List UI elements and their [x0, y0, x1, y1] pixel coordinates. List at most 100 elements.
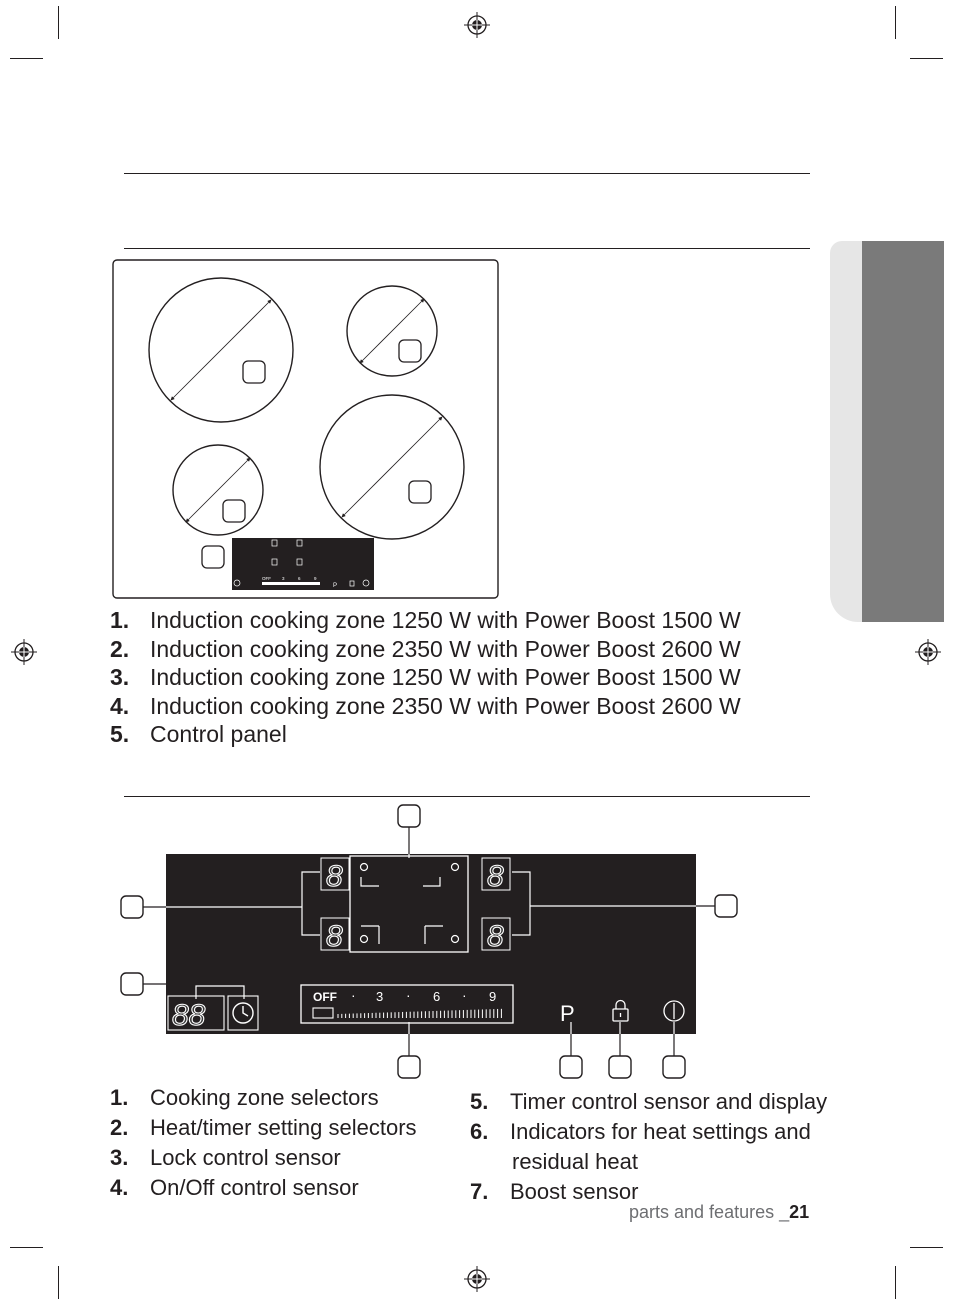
callout-box [408, 480, 432, 504]
slider-off-label: OFF [313, 990, 337, 1004]
mini-control-panel: OFF 3 6 9 P [232, 538, 374, 590]
list-item-text-continued: residual heat [512, 1149, 638, 1174]
list-item-number: 2. [110, 1115, 129, 1140]
slider-dot: · [462, 987, 467, 1003]
control-panel-surface [166, 854, 696, 1034]
list-item-text: On/Off control sensor [150, 1175, 359, 1200]
crop-mark [58, 1266, 59, 1299]
list-item-number: 3. [110, 1145, 129, 1170]
heat-display-top-right: 8 [481, 857, 511, 894]
list-item: 4.On/Off control sensor [110, 1173, 470, 1203]
callout-box-bottom-lock [608, 1055, 632, 1079]
panel-legend-list-left: 1.Cooking zone selectors 2. Heat/timer se… [110, 1083, 470, 1203]
slider-9-label: 9 [489, 989, 496, 1004]
section-rule [124, 248, 810, 249]
callout-box [242, 360, 266, 384]
list-item-text: Boost sensor [510, 1179, 639, 1204]
callout-box-left-lower [120, 972, 144, 996]
heat-display-bottom-right: 8 [481, 917, 511, 954]
crop-mark [895, 6, 896, 39]
timer-clock-icon [232, 1002, 254, 1024]
list-item: 5. Control panel [110, 720, 830, 749]
list-item-text: Indicators for heat settings and [510, 1119, 811, 1144]
heat-digit: 8 [487, 860, 504, 893]
list-item-text: Control panel [150, 721, 287, 747]
section-rule [124, 796, 810, 797]
list-item-number: 1. [110, 607, 130, 633]
crop-mark [10, 1247, 43, 1248]
heat-display-bottom-left: 8 [320, 917, 350, 954]
list-item-text: Induction cooking zone 1250 W with Power… [150, 607, 741, 633]
list-item-number: 5. [470, 1089, 489, 1114]
section-rule [124, 173, 810, 174]
mini-slider-off-label: OFF [262, 576, 271, 581]
power-icon [663, 1000, 685, 1022]
callout-box [222, 499, 246, 523]
registration-mark-icon [464, 12, 490, 38]
cooktop-legend-list: 1. Induction cooking zone 1250 W with Pow… [110, 606, 830, 749]
cooking-zone-top-right [346, 285, 438, 377]
list-item: 7. Boost sensor [470, 1177, 890, 1207]
mini-slider-9-label: 9 [314, 576, 317, 581]
slider-dot: · [406, 987, 411, 1003]
footer-section: parts and features _ [629, 1202, 790, 1222]
timer-digits: 88 [172, 999, 206, 1032]
callout-box-top [397, 804, 421, 828]
callout-box-left-upper [120, 895, 144, 919]
list-item: 1. Induction cooking zone 1250 W with Pow… [110, 606, 830, 635]
list-item-text: Induction cooking zone 2350 W with Power… [150, 692, 741, 719]
list-item-number: 7. [470, 1179, 489, 1204]
slider-3-label: 3 [376, 989, 383, 1004]
crop-mark [895, 1266, 896, 1299]
slider-6-label: 6 [433, 989, 440, 1004]
cooking-zone-bottom-left [172, 444, 264, 536]
mini-slider-3-label: 3 [282, 576, 285, 581]
callout-box [201, 545, 225, 569]
crop-mark [910, 1247, 943, 1248]
mini-slider-6-label: 6 [298, 576, 301, 581]
registration-mark-icon [11, 639, 37, 665]
chapter-side-tab [830, 241, 944, 622]
panel-legend-list-right: 5.Timer control sensor and display 6. Ind… [470, 1087, 890, 1207]
crop-mark [910, 58, 943, 59]
list-item: 3.Lock control sensor [110, 1143, 470, 1173]
callout-box-bottom-slider [397, 1055, 421, 1079]
heat-digit: 8 [326, 860, 343, 893]
heat-setting-slider: OFF · 3 · 6 · 9 [300, 984, 514, 1024]
cooktop-diagram: OFF 3 6 9 P [112, 259, 499, 599]
registration-mark-icon [915, 639, 941, 665]
list-item: 2. Heat/timer setting selectors [110, 1113, 470, 1143]
list-item: 3. Induction cooking zone 1250 W with Pow… [110, 663, 830, 692]
crop-mark [58, 6, 59, 39]
list-item-text: Induction cooking zone 1250 W with Power… [150, 664, 741, 690]
mini-boost-label: P [333, 583, 337, 589]
callout-box [398, 339, 422, 363]
timer-display: 88 [167, 995, 259, 1033]
heat-digit: 8 [326, 920, 343, 953]
zone-selector-icons [359, 862, 460, 944]
zone-selector-frame [349, 855, 469, 953]
heat-display-top-left: 8 [320, 857, 350, 894]
list-item-number: 5. [110, 721, 130, 747]
list-item-number: 6. [470, 1119, 489, 1144]
page-number: 21 [789, 1202, 810, 1222]
list-item: 6. Indicators for heat settings and residu… [470, 1117, 890, 1177]
list-item: 4. Induction cooking zone 2350 W with Pow… [110, 692, 830, 721]
crop-mark [10, 58, 43, 59]
page-footer: parts and features _21 [629, 1202, 809, 1223]
list-item: 5.Timer control sensor and display [470, 1087, 890, 1117]
boost-sensor-label: P [560, 1001, 575, 1026]
cooking-zone-bottom-right [319, 394, 465, 540]
registration-mark-icon [464, 1266, 490, 1292]
chapter-side-tab-accent [862, 241, 944, 622]
list-item-number: 2. [110, 635, 130, 662]
list-item-number: 3. [110, 664, 130, 690]
list-item-number: 4. [110, 692, 130, 719]
slider-dot: · [351, 987, 356, 1003]
list-item: 2.Induction cooking zone 2350 W with Pow… [110, 635, 830, 664]
list-item-number: 1. [110, 1085, 129, 1110]
callout-box-bottom-boost [559, 1055, 583, 1079]
list-item: 1.Cooking zone selectors [110, 1083, 470, 1113]
list-item-text: Heat/timer setting selectors [150, 1115, 417, 1140]
callout-box-bottom-power [662, 1055, 686, 1079]
